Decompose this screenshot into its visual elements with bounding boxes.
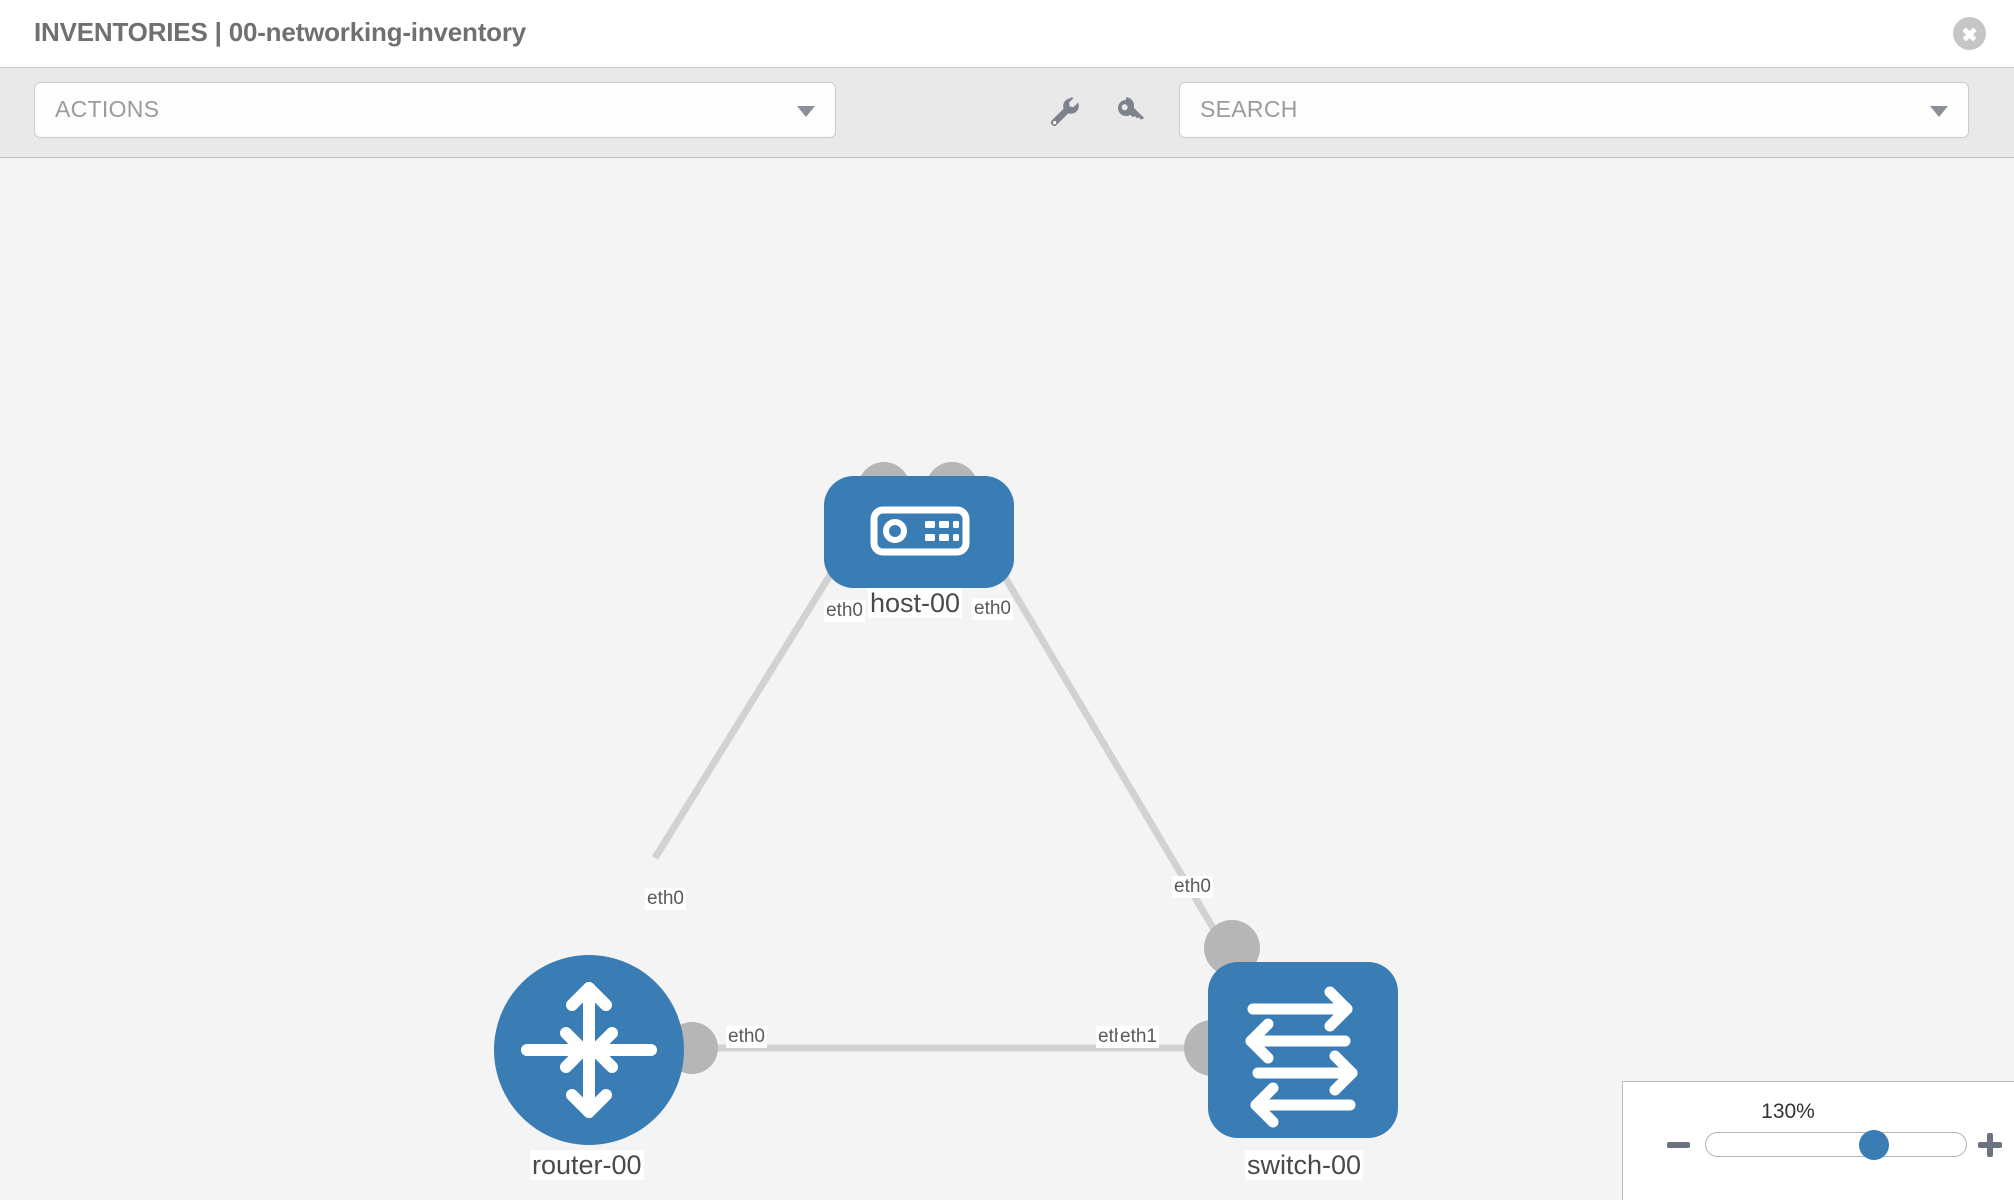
page-header: INVENTORIES | 00-networking-inventory xyxy=(0,0,2014,68)
node-router-00[interactable] xyxy=(494,955,684,1145)
key-icon[interactable] xyxy=(1113,94,1149,130)
edge-label-host-router-from: eth0 xyxy=(824,600,865,622)
minus-icon[interactable] xyxy=(1667,1142,1690,1148)
node-label-switch-00: switch-00 xyxy=(1245,1150,1364,1181)
topology-graph xyxy=(494,462,1398,1145)
node-switch-00[interactable] xyxy=(1208,962,1398,1138)
search-input[interactable]: SEARCH xyxy=(1179,82,1969,138)
router-arrows-icon xyxy=(521,982,657,1118)
wrench-icon[interactable] xyxy=(1046,94,1082,130)
chevron-down-icon xyxy=(1930,106,1948,117)
toolbar: ACTIONS SEARCH xyxy=(0,68,2014,158)
edge-label-router-switch-to-eth1: eth1 xyxy=(1118,1026,1159,1048)
node-label-host-00: host-00 xyxy=(868,588,963,619)
plus-icon[interactable] xyxy=(1978,1133,2002,1157)
switch-arrows-icon xyxy=(1245,986,1358,1128)
chevron-down-icon xyxy=(797,106,815,117)
close-icon[interactable] xyxy=(1953,17,1986,50)
edge-label-router-switch-from: eth0 xyxy=(726,1026,767,1048)
page-title: INVENTORIES | 00-networking-inventory xyxy=(34,17,527,47)
edge-label-host-router-to: eth0 xyxy=(645,888,686,910)
search-placeholder: SEARCH xyxy=(1200,96,1298,122)
edge-label-host-switch-from: eth0 xyxy=(972,598,1013,620)
actions-dropdown[interactable]: ACTIONS xyxy=(34,82,836,138)
node-host-00[interactable] xyxy=(824,476,1014,588)
zoom-control-panel: 130% xyxy=(1622,1081,2014,1200)
node-label-router-00: router-00 xyxy=(530,1150,644,1181)
zoom-slider-track[interactable] xyxy=(1705,1132,1967,1157)
actions-dropdown-label: ACTIONS xyxy=(55,96,160,122)
zoom-slider-thumb[interactable] xyxy=(1859,1130,1889,1160)
edge-label-host-switch-to: eth0 xyxy=(1172,876,1213,898)
server-device-icon xyxy=(870,506,970,556)
zoom-percent-label: 130% xyxy=(1761,1100,1815,1123)
topology-canvas[interactable]: eth0 eth0 eth0 eth0 eth0 eth0 eth1 host-… xyxy=(0,158,2014,1200)
